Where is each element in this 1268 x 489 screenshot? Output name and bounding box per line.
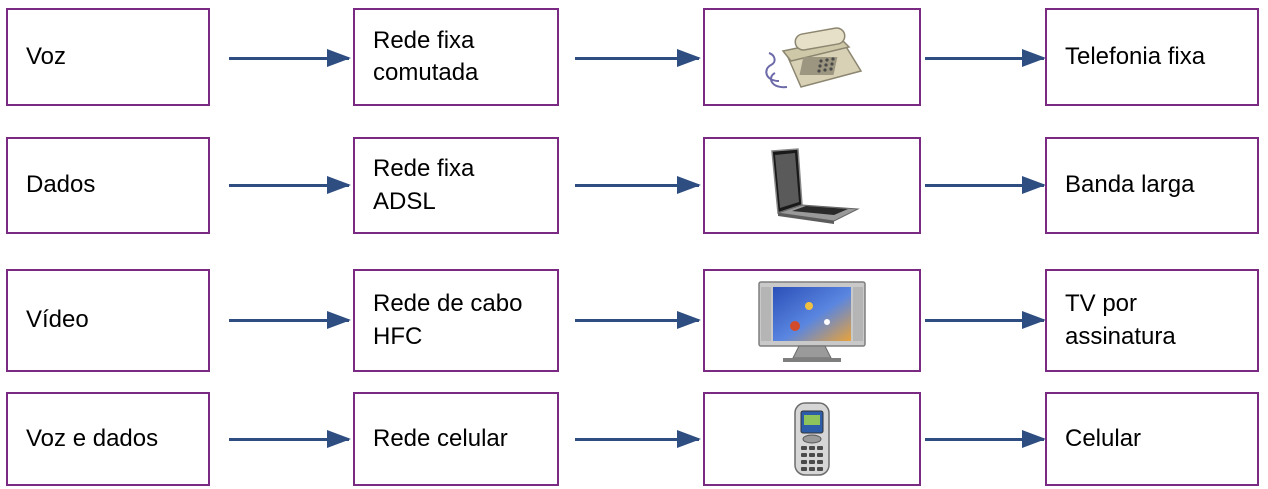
result-box-banda-larga: Banda larga xyxy=(1045,137,1259,234)
result-label: TV por assinatura xyxy=(1065,290,1176,350)
service-label: Vídeo xyxy=(26,306,89,334)
arrow-device-to-result xyxy=(925,49,1046,67)
arrow-service-to-network xyxy=(229,311,351,329)
service-label: Voz e dados xyxy=(26,424,159,452)
result-label: Celular xyxy=(1065,424,1142,452)
device-box-cell-phone xyxy=(703,392,921,486)
result-label: Telefonia fixa xyxy=(1065,42,1206,70)
cell-phone-icon xyxy=(792,401,832,477)
service-label: Dados xyxy=(26,171,96,199)
device-box-phone xyxy=(703,8,921,106)
arrow-service-to-network xyxy=(229,49,351,67)
result-box-tv-por-assinatura: TV por assinatura xyxy=(1045,269,1259,372)
arrow-network-to-device xyxy=(575,311,701,329)
result-label: Banda larga xyxy=(1065,171,1195,199)
network-label: Rede celular xyxy=(373,424,508,452)
device-box-tv xyxy=(703,269,921,372)
result-box-celular: Celular xyxy=(1045,392,1259,486)
flat-tv-icon xyxy=(757,278,867,364)
arrow-network-to-device xyxy=(575,49,701,67)
laptop-icon xyxy=(762,147,862,225)
network-label: Rede fixa ADSL xyxy=(373,155,475,215)
result-box-telefonia-fixa: Telefonia fixa xyxy=(1045,8,1259,106)
network-label: Rede fixa comutada xyxy=(373,26,479,86)
service-box-voz: Voz xyxy=(6,8,210,106)
service-box-video: Vídeo xyxy=(6,269,210,372)
arrow-device-to-result xyxy=(925,176,1046,194)
network-label: Rede de cabo HFC xyxy=(373,290,523,350)
arrow-network-to-device xyxy=(575,430,701,448)
device-box-laptop xyxy=(703,137,921,234)
network-box-rede-de-cabo-hfc: Rede de cabo HFC xyxy=(353,269,559,372)
arrow-service-to-network xyxy=(229,176,351,194)
arrow-device-to-result xyxy=(925,430,1046,448)
arrow-device-to-result xyxy=(925,311,1046,329)
arrow-service-to-network xyxy=(229,430,351,448)
service-box-voz-e-dados: Voz e dados xyxy=(6,392,210,486)
service-box-dados: Dados xyxy=(6,137,210,234)
service-label: Voz xyxy=(26,42,67,70)
network-box-rede-fixa-adsl: Rede fixa ADSL xyxy=(353,137,559,234)
network-box-rede-fixa-comutada: Rede fixa comutada xyxy=(353,8,559,106)
network-box-rede-celular: Rede celular xyxy=(353,392,559,486)
arrow-network-to-device xyxy=(575,176,701,194)
desk-phone-icon xyxy=(757,21,867,93)
